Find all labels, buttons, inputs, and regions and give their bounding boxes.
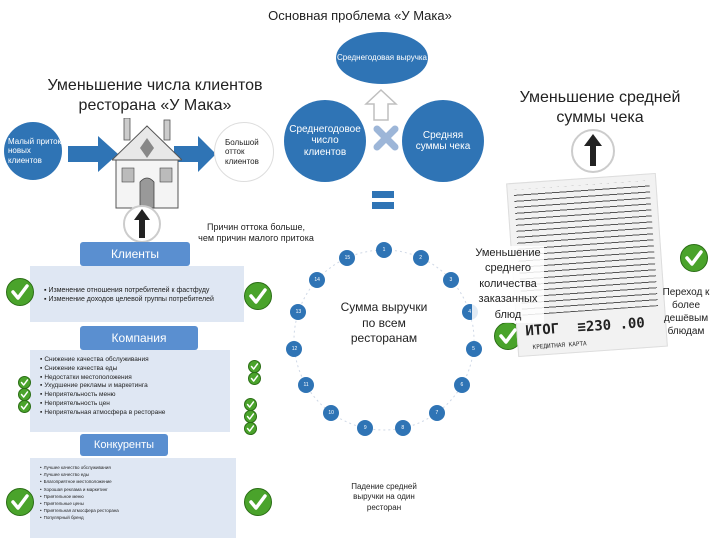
- list-item: Ухудшение рекламы и маркетинга: [40, 382, 226, 391]
- right-arrow-icon: [174, 136, 216, 172]
- clients-decrease-heading: Уменьшение числа клиентов ресторана «У М…: [47, 77, 263, 114]
- receipt-bottom: КРЕДИТНАЯ КАРТА: [532, 340, 587, 351]
- ring-node: 13: [290, 304, 307, 321]
- ring-node: 7: [428, 404, 445, 421]
- check-mark-icon: [244, 398, 257, 411]
- ring-node: 6: [453, 377, 470, 393]
- competitors-box: Лучшее качество обслуживания Лучшее каче…: [30, 458, 236, 538]
- list-item: Неприятельная атмосфера в ресторане: [40, 409, 226, 418]
- competitors-label: Конкуренты: [93, 439, 155, 451]
- few-new-clients-circle: Малый приток новых клиентов: [4, 122, 62, 180]
- list-item: Благоприятное местоположение: [40, 478, 232, 485]
- big-outflow-circle: Большой отток клиентов: [214, 122, 274, 182]
- clients-list: Изменение отношения потребителей к фастф…: [44, 286, 238, 305]
- check-mark-icon: [6, 278, 34, 306]
- check-mark-icon: [18, 376, 31, 389]
- ring-node: 14: [309, 271, 326, 288]
- ring-node: 15: [339, 249, 356, 266]
- outflow-reason-text: Причин оттока больше, чем причин малого …: [198, 222, 314, 244]
- check-mark-icon: [244, 422, 257, 435]
- list-item: Хорошая реклама и маркетинг: [40, 486, 232, 493]
- check-mark-icon: [18, 400, 31, 413]
- avg-check-circle: Средняя суммы чека: [402, 100, 484, 182]
- up-arrow-icon: [364, 88, 398, 121]
- ring-node: 8: [394, 420, 411, 437]
- avg-clients-circle: Среднегодовое число клиентов: [284, 100, 366, 182]
- revenue-label: Среднегодовая выручка: [337, 53, 427, 63]
- ring-node: 9: [357, 420, 374, 437]
- avg-clients-label: Среднегодовое число клиентов: [289, 123, 361, 158]
- list-item: Популярный бренд: [40, 514, 232, 521]
- list-item: Неприятельность цен: [40, 400, 226, 409]
- clients-box: Изменение отношения потребителей к фастф…: [30, 266, 244, 322]
- ring-node: 2: [412, 249, 429, 266]
- multiply-icon: [373, 125, 399, 151]
- list-item: Приятельная атмосфера ресторана: [40, 507, 232, 514]
- transition-text: Переход к более дешёвым блюдам: [662, 287, 710, 337]
- company-label: Компания: [111, 331, 167, 345]
- check-mark-icon: [244, 488, 272, 516]
- clients-pill: Клиенты: [80, 242, 190, 266]
- clients-label: Клиенты: [110, 247, 160, 261]
- list-item: Приятельное меню: [40, 493, 232, 500]
- page-title: Основная проблема «У Мака»: [268, 8, 452, 23]
- check-mark-icon: [244, 282, 272, 310]
- few-new-clients-label: Малый приток новых клиентов: [8, 137, 62, 165]
- check-mark-icon: [248, 372, 261, 385]
- list-item: Снижение качества обслуживания: [40, 356, 226, 365]
- ring-node: 10: [323, 404, 340, 421]
- ring-node: 12: [286, 341, 303, 358]
- list-item: Снижение качества еды: [40, 365, 226, 374]
- right-arrow-icon: [68, 136, 118, 172]
- list-item: Лучшее качество еды: [40, 471, 232, 478]
- decrease-quantity-text: Уменьшение среднего количества заказанны…: [472, 246, 544, 323]
- equals-icon: [372, 191, 394, 209]
- check-mark-icon: [680, 244, 708, 272]
- avg-check-label: Средняя суммы чека: [415, 129, 471, 153]
- list-item: Лучшее качество обслуживания: [40, 464, 232, 471]
- ring-node: 3: [442, 271, 459, 288]
- restaurant-house-icon: [112, 118, 182, 209]
- list-item: Неприятельность меню: [40, 391, 226, 400]
- company-box: Снижение качества обслуживания Снижение …: [30, 350, 230, 432]
- up-arrow-circle-icon: [571, 129, 615, 173]
- receipt-total-value: ≡230 .00: [576, 315, 646, 336]
- list-item: Недостатки местоположения: [40, 374, 226, 383]
- check-mark-icon: [6, 488, 34, 516]
- company-list: Снижение качества обслуживания Снижение …: [40, 356, 226, 417]
- ring-node: 11: [298, 377, 315, 393]
- sum-revenue-text: Сумма выручки по всем ресторанам: [340, 300, 428, 346]
- competitors-pill: Конкуренты: [80, 434, 168, 456]
- avg-check-decrease-heading: Уменьшение средней суммы чека: [519, 89, 681, 126]
- ring-node: 1: [376, 242, 392, 258]
- drop-revenue-text: Падение средней выручки на один ресторан: [351, 482, 417, 512]
- ring-node: 5: [465, 341, 482, 358]
- company-pill: Компания: [80, 326, 198, 350]
- revenue-circle: Среднегодовая выручка: [336, 32, 428, 84]
- competitors-list: Лучшее качество обслуживания Лучшее каче…: [40, 464, 232, 522]
- list-item: Изменение отношения потребителей к фастф…: [44, 286, 238, 295]
- receipt-total-label: ИТОГ: [524, 321, 560, 340]
- list-item: Приятельные цены: [40, 500, 232, 507]
- list-item: Изменение доходов целевой группы потреби…: [44, 295, 238, 304]
- big-outflow-label: Большой отток клиентов: [225, 138, 259, 166]
